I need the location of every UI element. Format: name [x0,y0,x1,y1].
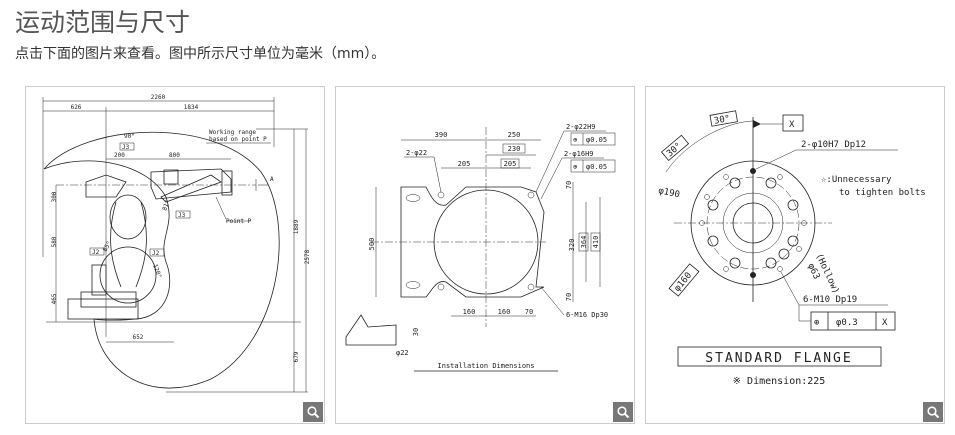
svg-text:⊕: ⊕ [573,163,578,171]
drawing-label: 2578 [304,249,311,264]
drawing-label: 205 [458,160,471,168]
drawing-label: 30° [713,114,731,127]
standard-flange-image[interactable]: 30° 30° X 2-φ10H7 Dp12 ☆:Unnecessary to … [645,86,945,424]
drawing-label: 2260 [151,94,166,101]
drawing-label: 390 [435,131,448,139]
working-range-drawing: 2260 626 1834 Working range based on poi… [42,94,311,393]
drawing-label: J3 [122,144,130,151]
drawing-label: 1889 [293,219,300,234]
drawing-label: 2-φ22 [406,149,427,157]
drawing-label: Installation Dimensions [438,362,535,370]
drawing-label: 364 [580,236,588,249]
drawing-label: to tighten bolts [839,188,926,198]
drawing-label: 81° [161,199,171,212]
svg-text:⊕: ⊕ [814,318,819,328]
drawing-label: STANDARD FLANGE [705,351,852,366]
drawing-label: Point P [226,218,252,225]
drawing-label: 1834 [184,104,199,111]
drawing-label: 230 [508,145,521,153]
drawing-label: 85° [102,240,113,253]
installation-drawing: 390 250 230 2-φ22 205 205 500 2-φ22H9 ⊕ φ… [345,123,616,372]
drawing-label: 465 [51,293,58,304]
drawing-label: φ22 [396,349,409,357]
drawing-label: 500 [368,238,376,251]
drawing-label: φ0.05 [586,163,607,171]
svg-text:⊕: ⊕ [573,136,578,144]
drawing-label: X [789,120,795,130]
drawing-label: 320 [568,239,576,252]
flange-drawing: 30° 30° X 2-φ10H7 Dp12 ☆:Unnecessary to … [657,110,926,387]
zoom-button[interactable] [923,402,943,422]
drawing-label: 30° [665,141,684,159]
zoom-button[interactable] [613,402,633,422]
drawing-label: 200 [114,152,125,159]
drawing-label: J2 [152,250,160,257]
drawing-label: 626 [71,104,82,111]
page-title: 运动范围与尺寸 [15,8,191,37]
magnifier-icon [927,406,940,419]
drawing-label: φ190 [657,186,680,200]
zoom-button[interactable] [303,402,323,422]
magnifier-icon [617,406,630,419]
magnifier-icon [307,406,320,419]
drawing-label: 90° [124,133,135,140]
drawing-label: 2-φ16H9 [564,150,594,158]
drawing-label: 70 [565,181,573,189]
drawing-label: φ0.05 [586,136,607,144]
drawing-label: J2 [92,249,100,256]
drawing-label: A [270,176,274,183]
drawing-label: 652 [133,334,144,341]
drawing-label: φ0.3 [836,318,858,328]
drawing-label: 70 [525,308,533,316]
drawing-label: J3 [178,212,186,219]
drawing-label: 160 [498,308,511,316]
installation-dimensions-image[interactable]: 390 250 230 2-φ22 205 205 500 2-φ22H9 ⊕ φ… [335,86,635,424]
drawing-label: 679 [293,351,300,362]
drawing-label: 250 [508,131,521,139]
drawing-label: 6-M16 Dp30 [566,311,608,319]
drawing-label: Working range [209,129,256,136]
drawing-label: 70 [565,293,573,301]
drawing-label: 410 [592,236,600,249]
drawing-label: 205 [504,160,517,168]
working-range-image[interactable]: 2260 626 1834 Working range based on poi… [25,86,325,424]
drawing-label: 6-M10 Dp19 [803,295,857,305]
drawing-label: 120° [151,263,163,279]
drawing-label: 2-φ22H9 [566,123,596,131]
drawing-label: 160 [463,308,476,316]
drawing-label: 800 [169,152,180,159]
drawing-label: 300 [51,191,58,202]
drawing-label: ☆:Unnecessary [821,175,892,185]
drawing-label: 2-φ10H7 Dp12 [801,140,866,150]
drawing-label: based on point P [209,136,267,143]
drawing-label: 580 [51,236,58,247]
drawing-label: ※ Dimension:225 [733,376,826,387]
page-subtitle: 点击下面的图片来查看。图中所示尺寸单位为毫米（mm）。 [15,46,386,62]
drawing-label: X [882,318,888,328]
drawing-label: 30 [412,328,420,336]
